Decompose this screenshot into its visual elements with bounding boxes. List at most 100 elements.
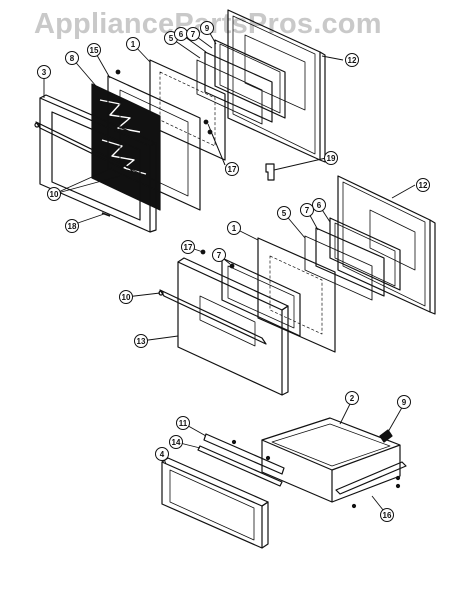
- callout-bubble: [345, 53, 359, 67]
- callout-7: 7: [300, 203, 314, 217]
- callout-bubble: [186, 27, 200, 41]
- callout-number: 12: [419, 181, 428, 190]
- callout-number: 17: [228, 165, 237, 174]
- callout-number: 18: [68, 222, 77, 231]
- callout-4: 4: [155, 447, 169, 461]
- callout-bubble: [277, 206, 291, 220]
- callout-bubble: [312, 198, 326, 212]
- callout-number: 14: [172, 438, 181, 447]
- callout-bubble: [65, 219, 79, 233]
- callout-number: 10: [122, 293, 131, 302]
- callout-number: 12: [348, 56, 357, 65]
- callout-bubble: [119, 290, 133, 304]
- upper-door-gasket-rings: [196, 39, 286, 125]
- callout-bubble: [380, 508, 394, 522]
- callout-number: 6: [317, 201, 322, 210]
- callout-bubble: [126, 37, 140, 51]
- upper-door-inner-panel: [227, 9, 326, 163]
- callout-bubble: [345, 391, 359, 405]
- callout-6: 6: [312, 198, 326, 212]
- callout-number: 5: [282, 209, 287, 218]
- callout-number: 11: [179, 419, 188, 428]
- callout-bubble: [324, 151, 338, 165]
- upper-door-glass-panel: [149, 59, 226, 161]
- callout-11: 11: [176, 416, 190, 430]
- callout-number: 15: [90, 46, 99, 55]
- drawer-front-trim: [197, 433, 285, 487]
- drawer-screws: [231, 439, 401, 509]
- callout-bubble: [397, 395, 411, 409]
- callout-number: 6: [179, 30, 184, 39]
- callout-19: 19: [324, 151, 338, 165]
- callout-number: 1: [232, 224, 237, 233]
- callout-bubble: [47, 187, 61, 201]
- drawer-slide-rail: [335, 461, 407, 495]
- upper-door-handle: [34, 121, 135, 175]
- callout-number: 8: [70, 54, 75, 63]
- callout-7: 7: [212, 248, 226, 262]
- upper-door-outer-frame: [39, 94, 157, 233]
- callout-1: 1: [227, 221, 241, 235]
- callout-number: 17: [184, 243, 193, 252]
- callout-8: 8: [65, 51, 79, 65]
- lower-door-inner-panel: [337, 175, 436, 315]
- callout-number: 5: [169, 34, 174, 43]
- drawer-front-panel: [161, 457, 269, 549]
- callout-bubble: [134, 334, 148, 348]
- callout-number: 16: [383, 511, 392, 520]
- callout-number: 4: [160, 450, 165, 459]
- callout-number: 3: [42, 68, 47, 77]
- lower-door-handle: [158, 289, 267, 345]
- lower-door-gasket-rings: [304, 217, 401, 301]
- callout-bubble: [212, 248, 226, 262]
- callout-17: 17: [181, 240, 195, 254]
- callout-bubble: [87, 43, 101, 57]
- callout-bubble: [225, 162, 239, 176]
- callout-number: 7: [305, 206, 310, 215]
- callout-12: 12: [345, 53, 359, 67]
- callout-number: 13: [137, 337, 146, 346]
- callout-1: 1: [126, 37, 140, 51]
- lower-door-glass-panel: [257, 237, 336, 353]
- drawer-body: [261, 417, 401, 503]
- lower-door-window-frame: [221, 257, 301, 337]
- callout-16: 16: [380, 508, 394, 522]
- callout-bubble: [169, 435, 183, 449]
- callout-bubble: [227, 221, 241, 235]
- callout-9: 9: [397, 395, 411, 409]
- callout-bubble: [176, 416, 190, 430]
- callout-number: 9: [205, 24, 210, 33]
- callout-bubble: [181, 240, 195, 254]
- callout-number: 7: [191, 30, 196, 39]
- callout-17: 17: [225, 162, 239, 176]
- callout-10: 10: [47, 187, 61, 201]
- callout-5: 5: [277, 206, 291, 220]
- callout-number: 1: [131, 40, 136, 49]
- callout-7: 7: [186, 27, 200, 41]
- callout-6: 6: [174, 27, 188, 41]
- callout-number: 9: [402, 398, 407, 407]
- drawer-glide-clip: [379, 429, 393, 443]
- callout-12: 12: [416, 178, 430, 192]
- hinge-clip: [265, 163, 275, 181]
- callout-bubble: [37, 65, 51, 79]
- callout-number: 2: [350, 394, 355, 403]
- callout-3: 3: [37, 65, 51, 79]
- callout-bubble: [416, 178, 430, 192]
- upper-door-window-frame: [107, 75, 201, 211]
- lower-door-outer-panel: [177, 257, 289, 396]
- callout-number: 10: [50, 190, 59, 199]
- callout-2: 2: [345, 391, 359, 405]
- callout-bubble: [155, 447, 169, 461]
- callout-number: 19: [327, 154, 336, 163]
- callout-number: 7: [217, 251, 222, 260]
- callout-14: 14: [169, 435, 183, 449]
- callout-15: 15: [87, 43, 101, 57]
- callout-18: 18: [65, 219, 79, 233]
- callout-10: 10: [119, 290, 133, 304]
- callout-bubble: [200, 21, 214, 35]
- callout-bubble: [65, 51, 79, 65]
- callout-13: 13: [134, 334, 148, 348]
